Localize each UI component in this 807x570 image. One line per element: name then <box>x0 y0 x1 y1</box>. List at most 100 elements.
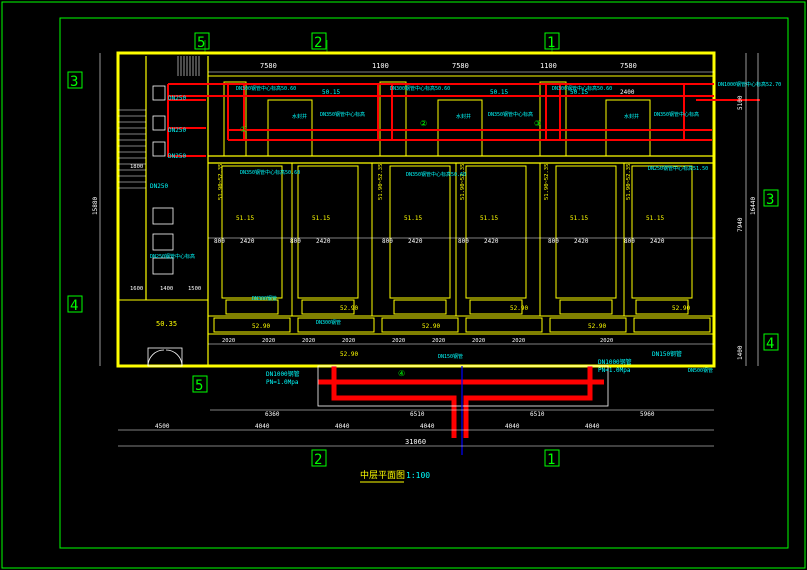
label: DN300钢管 <box>316 319 341 326</box>
label: DN300钢管 <box>252 295 277 302</box>
label: 6510 <box>530 411 545 418</box>
axis-box-right-4 <box>763 333 779 351</box>
axis-bottom-2: 2 <box>314 452 322 468</box>
filter-cell-trough <box>469 299 523 315</box>
label: 4040 <box>505 423 520 430</box>
label: 2020 <box>600 338 613 344</box>
label: 2420 <box>408 238 423 245</box>
bottom-outlet <box>318 366 604 438</box>
label: 7940 <box>737 217 744 232</box>
filter-cell <box>631 165 693 299</box>
axis-box-bottom-1 <box>544 449 560 467</box>
label: 2020 <box>342 338 355 344</box>
label: 50.35 <box>156 320 177 328</box>
upper-room-1 <box>267 99 313 157</box>
door-swing <box>147 349 183 367</box>
left-branch-pipe <box>167 84 206 157</box>
label: 51.15 <box>570 215 588 222</box>
label: 50.15 <box>490 89 508 96</box>
label: ① <box>240 125 247 134</box>
label: DN350钢管中心标高50.60 <box>406 171 466 178</box>
label: DN250 <box>168 127 186 134</box>
axis-right-4: 4 <box>766 336 774 352</box>
label: 4040 <box>255 423 270 430</box>
label: 52.90 <box>340 305 358 312</box>
label: 2420 <box>316 238 331 245</box>
label: 水封井 <box>292 113 307 120</box>
label: 51.15 <box>480 215 498 222</box>
label: DN250 <box>150 183 168 190</box>
filter-cell-trough <box>225 299 279 315</box>
axis-lines <box>204 40 553 52</box>
label: 50.15 <box>570 89 588 96</box>
label: 1100 <box>540 62 557 70</box>
axis-box-mid-5 <box>192 375 208 393</box>
label: PN=1.0Mpa <box>598 367 631 374</box>
red-pipes <box>167 83 760 157</box>
filter-cell <box>221 165 283 299</box>
label: 1800 <box>130 164 143 170</box>
label: 2020 <box>302 338 315 344</box>
label: 52.90 <box>672 305 690 312</box>
label: 52.90 <box>510 305 528 312</box>
label: DN350钢管中心标高 <box>654 111 699 118</box>
filter-cell <box>465 165 527 299</box>
label: DN350钢管中心标高 <box>320 111 365 118</box>
label: 2020 <box>222 338 235 344</box>
label: 水封井 <box>456 113 471 120</box>
label: 16440 <box>750 197 757 215</box>
label: 52.90 <box>588 323 606 330</box>
label: 15880 <box>92 197 99 215</box>
label: 6360 <box>265 411 280 418</box>
label: 6510 <box>410 411 425 418</box>
axis-box-bottom-2 <box>311 449 327 467</box>
label: 2020 <box>262 338 275 344</box>
label: 800 <box>624 238 635 245</box>
label: 2020 <box>392 338 405 344</box>
label: 31060 <box>405 438 426 446</box>
channel-segment <box>633 317 711 333</box>
axis-left-4: 4 <box>70 298 78 314</box>
label: DN150钢管 <box>438 353 463 360</box>
label: DN250钢管中心标高 <box>150 253 195 260</box>
label: 800 <box>290 238 301 245</box>
label: ④ <box>398 369 405 378</box>
filter-cells <box>207 163 715 333</box>
label: 800 <box>214 238 225 245</box>
label: 51.90~52.35 <box>378 164 384 200</box>
label: DN250 <box>168 153 186 160</box>
axis-box-left-4 <box>67 295 83 313</box>
pump-1 <box>152 207 174 225</box>
door <box>147 347 183 367</box>
pump-3 <box>152 257 174 275</box>
axis-box-top-5 <box>194 32 210 50</box>
label: 2420 <box>240 238 255 245</box>
axis-left-3: 3 <box>70 74 78 90</box>
label: 5100 <box>737 95 744 110</box>
label: DN300钢管中心标高50.60 <box>552 85 612 92</box>
label: 水封井 <box>624 113 639 120</box>
channel-segment <box>381 317 459 333</box>
pump-2 <box>152 233 174 251</box>
label: 51.15 <box>646 215 664 222</box>
label: 51.15 <box>236 215 254 222</box>
axis-top-1: 1 <box>547 35 555 51</box>
label: 51.90~52.35 <box>544 164 550 200</box>
upper-stub-3 <box>223 81 247 157</box>
drawing-scale: 1:100 <box>406 471 430 480</box>
label: 7580 <box>260 62 277 70</box>
bottom-outlet-walls <box>317 365 609 455</box>
upper-room-2 <box>437 99 483 157</box>
label: 51.90~52.35 <box>218 164 224 200</box>
bottom-sump <box>317 365 609 407</box>
label: 52.90 <box>252 323 270 330</box>
label: 1400 <box>737 345 744 360</box>
label: DN1000钢管中心标高52.70 <box>718 81 781 88</box>
filter-cell <box>297 165 359 299</box>
upper-rooms <box>223 81 651 157</box>
label: 51.90~52.35 <box>460 164 466 200</box>
label: 800 <box>458 238 469 245</box>
inner-frame <box>59 17 789 549</box>
